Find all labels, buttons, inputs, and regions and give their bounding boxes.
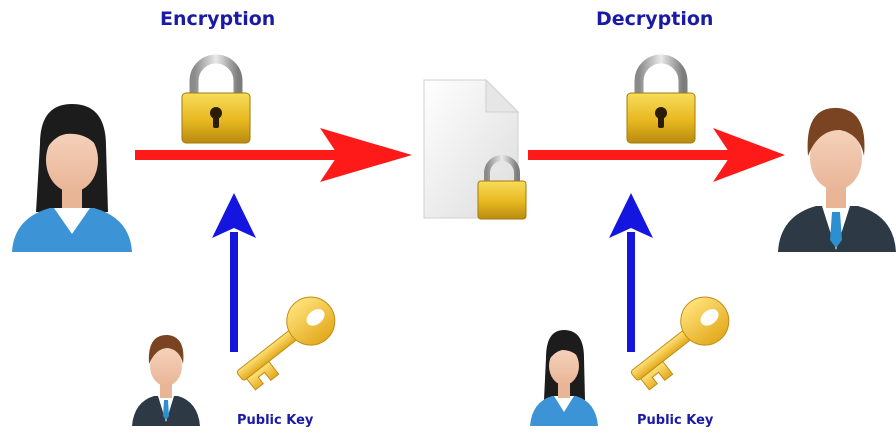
left-public-key-label: Public Key: [237, 413, 314, 428]
locked-document-icon: [423, 78, 527, 220]
encryption-heading: Encryption: [160, 8, 276, 30]
recipient-man-avatar-icon: [778, 107, 896, 252]
encryption-padlock-icon: [181, 54, 251, 144]
decryption-heading: Decryption: [596, 8, 714, 30]
sender-woman-avatar-icon: [12, 104, 132, 252]
flow-arrow-left: [135, 128, 412, 182]
right-key-icon: [630, 296, 730, 391]
key-owner-man-avatar-icon: [132, 334, 200, 426]
flow-arrow-right: [528, 128, 785, 182]
left-key-icon: [236, 296, 336, 391]
key-arrow-left: [212, 193, 256, 352]
key-arrow-right: [609, 193, 653, 352]
right-public-key-label: Public Key: [637, 413, 714, 428]
decryption-padlock-icon: [626, 54, 696, 144]
key-owner-woman-avatar-icon: [530, 330, 598, 426]
document-padlock-icon: [477, 155, 527, 220]
